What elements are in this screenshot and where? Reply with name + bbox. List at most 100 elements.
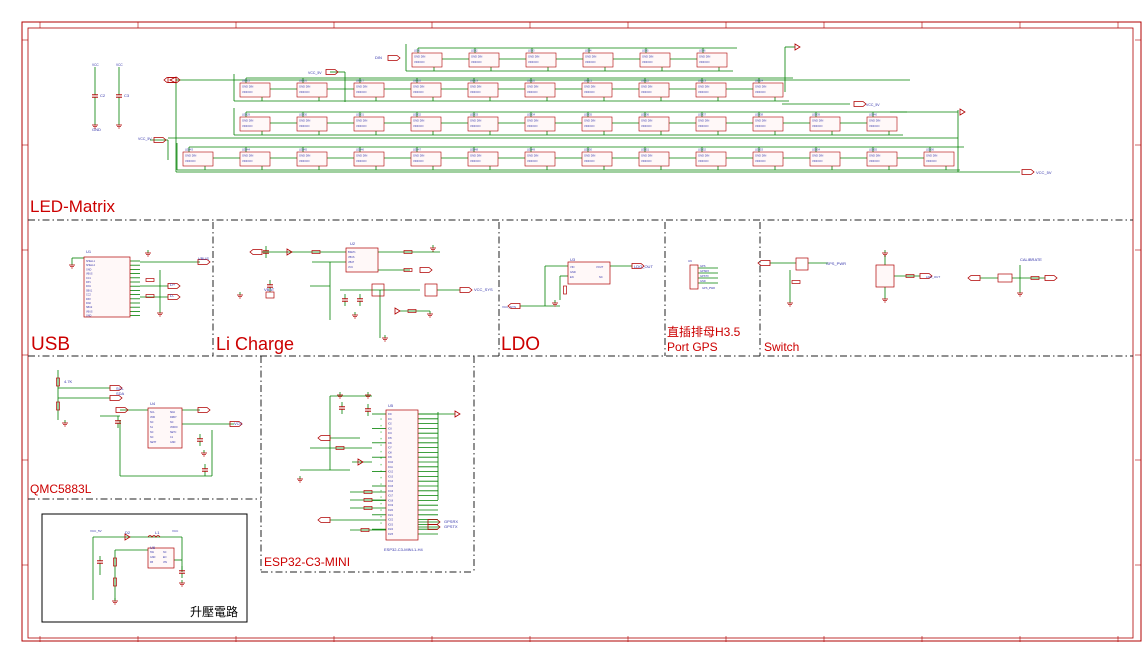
gps-pin-label: GPSTX [700, 274, 709, 278]
net-flag-icon [427, 524, 441, 530]
resistor-icon [145, 294, 155, 298]
region-label-gps-header: 直插排母H3.5 [667, 325, 741, 339]
gps-pin-label: GND [700, 279, 706, 283]
gps-pin-label: GPSRX [700, 269, 709, 273]
net-flag-icon [387, 55, 401, 61]
led-pin-label: VDD DO [242, 124, 252, 128]
led-pin-label: GND DIN [528, 55, 539, 59]
qmc-pin-label: SDA [170, 411, 175, 414]
boost-pin-label: NC [163, 551, 167, 554]
led-pin-label: VDD DO [698, 124, 708, 128]
led-pin-label: GND DIN [869, 119, 880, 123]
led-cell-icon [923, 151, 955, 167]
usb-pin-label: SBU2 [86, 306, 93, 309]
qmc-pin-label: VDDIO [170, 426, 178, 429]
no-connect-mark: ✕ [380, 496, 383, 499]
net-flag-icon [109, 385, 123, 391]
led-cell-icon [296, 116, 328, 132]
net-label-scl: SCL [116, 386, 125, 391]
esp-pin-label: IO3 [388, 428, 392, 430]
led-pin-label: VDD DO [356, 159, 366, 163]
led-pin-label: VDD DO [528, 60, 538, 64]
led-pin-label: VDD DO [641, 90, 651, 94]
power-port-icon [959, 108, 966, 116]
net-label-gpstx: GPSTX [444, 524, 458, 529]
usb-pin-label: SBU1 [86, 289, 93, 292]
power-port-icon [454, 410, 461, 418]
led-pin-label: VDD DO [185, 159, 195, 163]
boost-pin-label: FB [150, 561, 153, 564]
no-connect-mark: ✕ [380, 490, 383, 493]
net-flag-icon [967, 275, 981, 281]
led-ref-label: LED55 [869, 148, 877, 152]
led-ref-label: LED52 [698, 148, 706, 152]
esp-pin-label: IO6 [388, 443, 392, 445]
led-cell-icon [239, 116, 271, 132]
led-ref-label: LED29 [242, 113, 250, 117]
led-pin-label: GND DIN [812, 119, 823, 123]
led-ref-label: LED30 [299, 113, 307, 117]
led-pin-label: VDD DO [299, 159, 309, 163]
net-label: VCC_5V [308, 71, 322, 75]
net-flag-icon [317, 517, 331, 523]
net-label-calibrate: CALIBRATE [1020, 257, 1042, 262]
qmc-pin-label: DRDY [170, 416, 177, 419]
net-label-vcc: VCC [234, 421, 243, 426]
led-pin-label: VDD DO [641, 124, 651, 128]
led-ref-label: LED2 [471, 49, 478, 53]
led-pin-label: VDD DO [585, 60, 595, 64]
led-cell-icon [581, 116, 613, 132]
esp-pin-label: IO8 [388, 452, 392, 454]
diode-icon [394, 307, 401, 315]
net-label: VCC [172, 529, 179, 533]
led-cell-icon [410, 116, 442, 132]
led-pin-label: VDD DO [242, 159, 252, 163]
esp-pin-label: IO17 [388, 496, 394, 498]
resistor-icon [311, 250, 321, 254]
esp-pin-label: IO10 [388, 462, 394, 464]
resistor-icon [113, 557, 117, 567]
led-cell-icon [752, 82, 784, 98]
led-cell-icon [524, 82, 556, 98]
net-flag-icon [427, 519, 441, 525]
led-cell-icon [467, 82, 499, 98]
resistor-icon [363, 498, 373, 502]
led-pin-label: VDD DO [299, 90, 309, 94]
region-label-ldo: LDO [501, 334, 540, 355]
diode-icon [124, 533, 131, 541]
usb-pin-label: CC2 [86, 294, 91, 297]
led-cell-icon [752, 116, 784, 132]
led-cell-icon [353, 151, 385, 167]
led-ref-label: LED24 [755, 79, 763, 83]
led-ref-label: LED40 [869, 113, 877, 117]
net-flag-icon [1044, 275, 1058, 281]
resistor-icon [56, 401, 60, 411]
net-flag-icon [1021, 169, 1035, 175]
esp-pin-label: IO9 [388, 457, 392, 459]
led-cell-icon [866, 116, 898, 132]
part-value-4k7: 4.7K [64, 379, 73, 384]
esp-pin-label: IO20 [388, 510, 394, 512]
led-ref-label: LED1 [414, 49, 421, 53]
led-pin-label: VDD DO [755, 90, 765, 94]
net-label-gps-pwr: GPS_PWR [826, 261, 846, 266]
esp-pin-label: IO21 [388, 515, 394, 517]
boost-ic-body [147, 547, 175, 569]
led-pin-label: VDD DO [584, 124, 594, 128]
led-ref-label: LED17 [356, 79, 364, 83]
no-connect-mark: ✕ [380, 451, 383, 454]
led-pin-label: VDD DO [698, 90, 708, 94]
led-ref-label: LED15 [242, 79, 250, 83]
no-connect-mark: ✕ [380, 431, 383, 434]
no-connect-mark: ✕ [380, 464, 383, 467]
led-pin-label: GND DIN [356, 85, 367, 89]
net-flag-icon [249, 249, 263, 255]
led-pin-label: VDD DO [242, 90, 252, 94]
led-ref-label: LED35 [584, 113, 592, 117]
led-cell-icon [639, 52, 671, 68]
net-label-gnd: GND [92, 127, 101, 132]
net-flag-icon [459, 287, 473, 293]
net-label: VCC_5V [138, 137, 152, 141]
led-cell-icon [411, 52, 443, 68]
